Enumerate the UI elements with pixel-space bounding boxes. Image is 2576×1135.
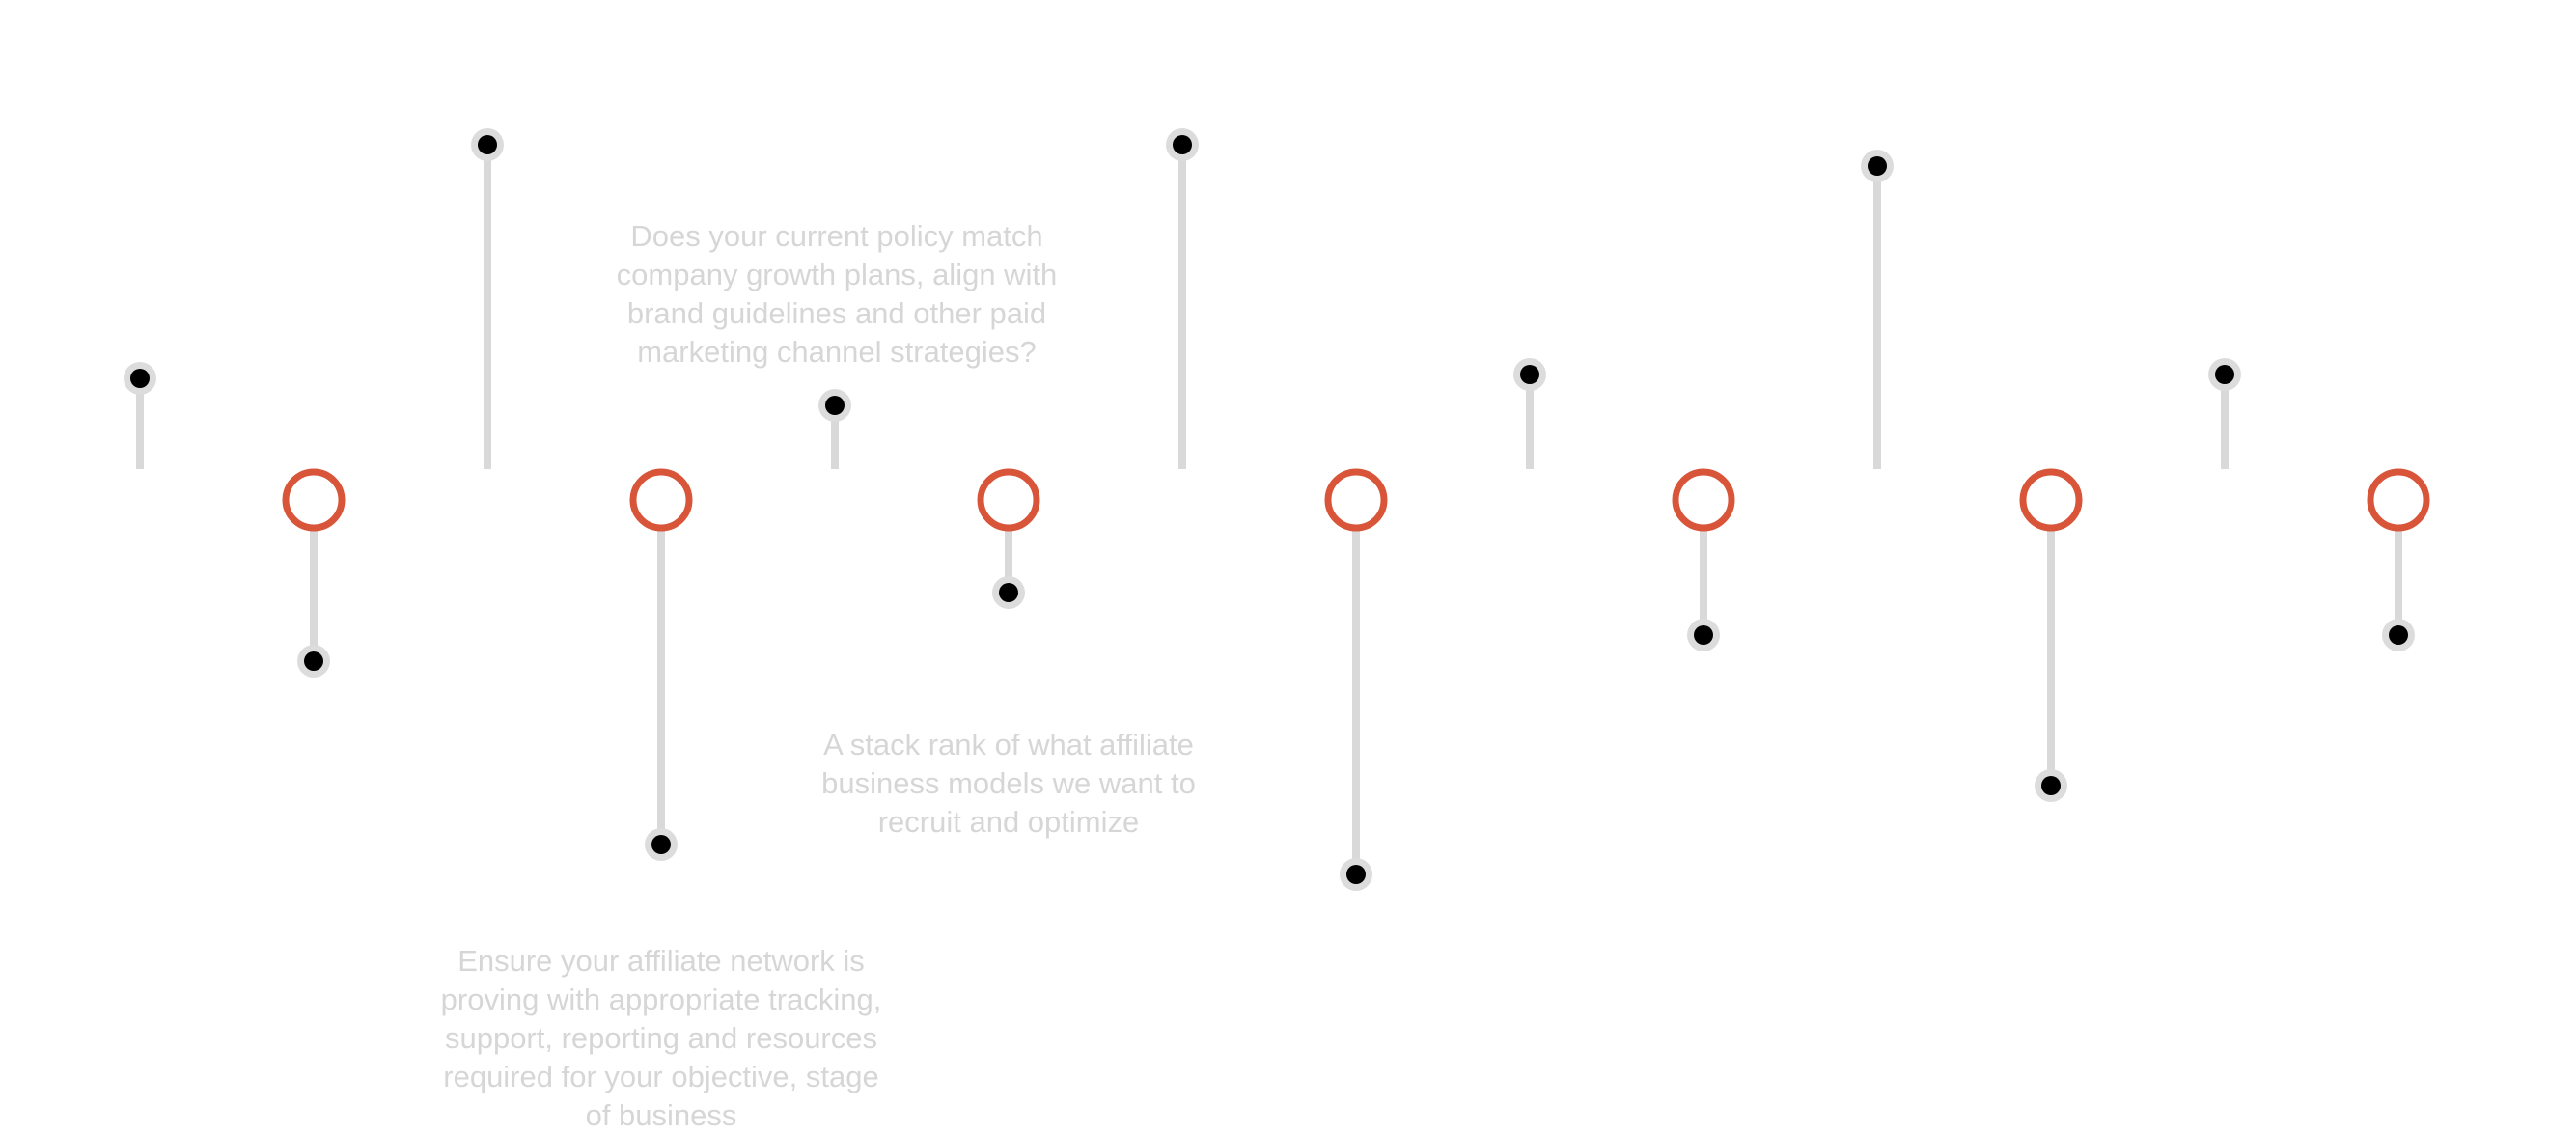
pin-up-1-dot	[130, 369, 150, 388]
pin-down-4-dot	[1346, 865, 1366, 884]
milestone-ring-2	[629, 468, 693, 532]
pin-down-2-dot	[651, 835, 671, 854]
description-tracking-support: Ensure your affiliate network is proving…	[440, 944, 882, 1132]
pin-up-3-dot	[825, 396, 845, 415]
milestone-ring-5	[1672, 468, 1735, 532]
pin-up-4-dot	[1173, 135, 1192, 154]
pin-down-3-dot	[999, 583, 1018, 602]
milestone-ring-3	[977, 468, 1040, 532]
milestone-ring-1	[282, 468, 346, 532]
pin-down-5-dot	[1694, 625, 1713, 645]
description-policy-alignment: Does your current policy match company g…	[616, 219, 1058, 369]
pin-down-6-dot	[2041, 776, 2061, 795]
description-stack-rank: A stack rank of what affiliate business …	[821, 728, 1196, 839]
pin-down-7-dot	[2389, 625, 2408, 645]
milestone-ring-4	[1324, 468, 1388, 532]
milestone-ring-6	[2019, 468, 2083, 532]
pin-up-5-dot	[1520, 365, 1539, 384]
milestone-ring-7	[2367, 468, 2430, 532]
pin-up-6-dot	[1868, 156, 1887, 176]
pin-up-7-dot	[2215, 365, 2234, 384]
pin-up-2-dot	[478, 135, 497, 154]
pin-down-1-dot	[304, 651, 323, 671]
